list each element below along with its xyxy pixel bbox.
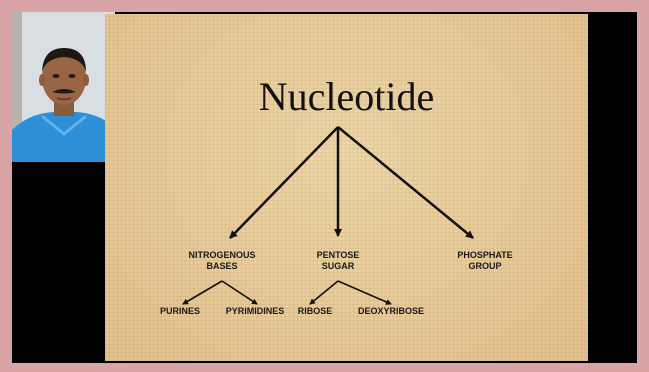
- node-pentose-sugar-line1: PENTOSE: [293, 250, 383, 261]
- node-phosphate-group: PHOSPHATE GROUP: [435, 250, 535, 272]
- arrow-to-deoxyribose: [338, 281, 391, 304]
- node-nitrogenous-bases-line1: NITROGENOUS: [167, 250, 277, 261]
- arrow-to-nitrogenous-bases: [230, 127, 338, 238]
- arrow-to-phosphate-group: [338, 127, 473, 238]
- node-ribose: RIBOSE: [295, 306, 335, 317]
- arrow-to-purines: [183, 281, 222, 304]
- arrow-to-pyrimidines: [222, 281, 257, 304]
- diagram-title: Nucleotide: [105, 77, 588, 117]
- node-pentose-sugar: PENTOSE SUGAR: [293, 250, 383, 272]
- node-nitrogenous-bases: NITROGENOUS BASES: [167, 250, 277, 272]
- node-deoxyribose: DEOXYRIBOSE: [351, 306, 431, 317]
- node-pyrimidines: PYRIMIDINES: [220, 306, 290, 317]
- slide: Nucleotide NITROGENOUS BASES PENTOSE SUG…: [105, 14, 588, 361]
- node-phosphate-group-line1: PHOSPHATE: [435, 250, 535, 261]
- video-frame: Nucleotide NITROGENOUS BASES PENTOSE SUG…: [12, 12, 637, 363]
- node-nitrogenous-bases-line2: BASES: [167, 261, 277, 272]
- presenter-image: [12, 12, 115, 162]
- node-pentose-sugar-line2: SUGAR: [293, 261, 383, 272]
- node-purines: PURINES: [155, 306, 205, 317]
- arrow-to-ribose: [310, 281, 338, 304]
- node-phosphate-group-line2: GROUP: [435, 261, 535, 272]
- presenter-webcam: [12, 12, 115, 162]
